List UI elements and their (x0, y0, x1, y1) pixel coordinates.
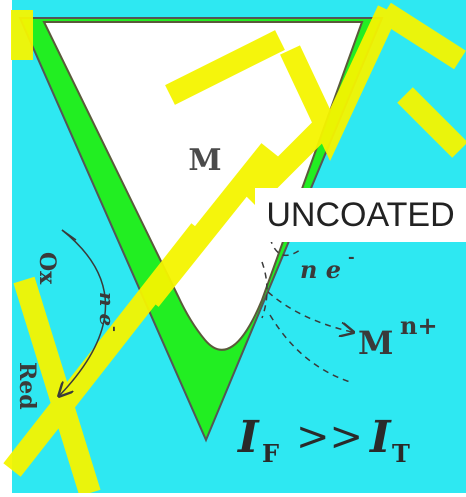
watermark (3, 2, 466, 497)
ion-label: M (358, 324, 393, 362)
faradaic-current-sub: F (262, 439, 279, 468)
ion-path-upper (267, 291, 352, 332)
ox-tick (61, 229, 77, 241)
electrons-right-sup: - (348, 247, 355, 266)
ion-path-lower (269, 314, 351, 383)
left-border-strip (0, 0, 12, 493)
electrons-right-label: n e (300, 255, 341, 284)
tunneling-current-sub: T (392, 439, 410, 468)
ion-charge: n+ (400, 311, 438, 340)
reduction-arrow (60, 229, 107, 395)
ox-label: Ox (34, 252, 60, 285)
electrons-left-label: n e (95, 292, 119, 326)
metal-label: M (188, 143, 221, 178)
tunneling-current-symbol: I (368, 412, 392, 463)
boundary-dashed (261, 261, 268, 319)
electron-path (269, 237, 301, 257)
faradaic-current-symbol: I (236, 412, 260, 463)
metal-body (42, 21, 364, 351)
electrons-left-sup: - (106, 326, 122, 332)
uncoated-label: UNCOATED (255, 188, 466, 242)
red-label: Red (14, 362, 40, 410)
relation-symbol: >> (296, 414, 363, 460)
